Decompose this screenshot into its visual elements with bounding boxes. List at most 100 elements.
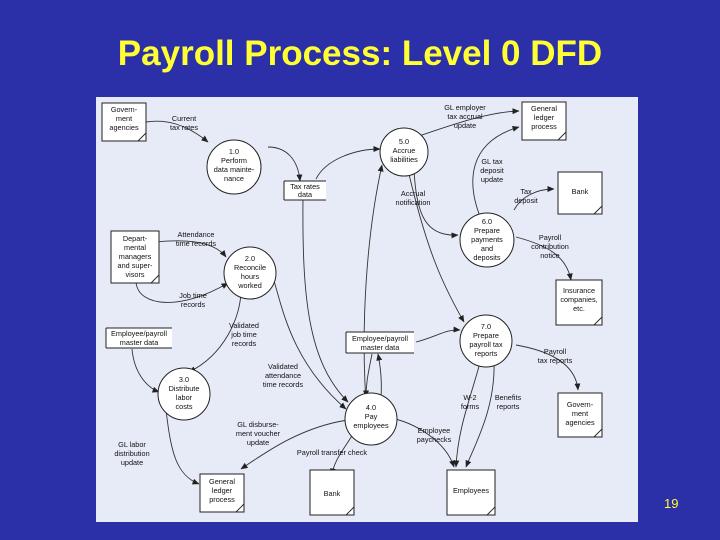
svg-text:nance: nance: [224, 174, 244, 183]
svg-text:ment voucher: ment voucher: [236, 429, 281, 438]
svg-text:notification: notification: [396, 198, 431, 207]
svg-text:attendance: attendance: [265, 371, 301, 380]
svg-text:and: and: [481, 244, 493, 253]
svg-text:General: General: [209, 477, 235, 486]
svg-text:process: process: [531, 122, 557, 131]
svg-text:payroll tax: payroll tax: [469, 340, 503, 349]
label-validated-attendance: Validated attendance time records: [263, 362, 303, 389]
svg-text:etc.: etc.: [573, 304, 585, 313]
flow-emp-master-to-p3: [131, 348, 160, 393]
svg-text:5.0: 5.0: [399, 137, 409, 146]
label-w2-forms: W-2 forms: [461, 393, 480, 411]
svg-text:reports: reports: [475, 349, 498, 358]
svg-text:deposits: deposits: [473, 253, 501, 262]
label-accrual-notification: Accrual notification: [396, 189, 431, 207]
svg-text:Reconcile: Reconcile: [234, 263, 266, 272]
svg-text:Pay: Pay: [365, 412, 378, 421]
flow-current-tax-rates: [145, 120, 209, 143]
svg-text:records: records: [181, 300, 206, 309]
entity-employees: Employees: [446, 469, 496, 516]
flow-master-to-p4: [363, 353, 373, 398]
svg-text:Current: Current: [172, 114, 196, 123]
label-payroll-transfer-check: Payroll transfer check: [297, 448, 368, 457]
svg-text:Insurance: Insurance: [563, 286, 595, 295]
svg-text:Employee/payroll: Employee/payroll: [111, 329, 167, 338]
svg-text:Employee/payroll: Employee/payroll: [352, 334, 408, 343]
flow-p7-benefits: [465, 358, 495, 468]
label-job-time: Job time records: [179, 291, 207, 309]
svg-text:records: records: [232, 339, 257, 348]
flow-p4-gl-disbursement: [240, 419, 349, 470]
svg-text:ment: ment: [116, 114, 132, 123]
entity-bank-2: Bank: [309, 469, 355, 516]
flow-p2-validated-job: [188, 289, 242, 373]
svg-text:distribution: distribution: [114, 449, 149, 458]
flow-managers-attendance: [155, 240, 227, 258]
svg-text:GL employer: GL employer: [444, 103, 486, 112]
flow-p3-gl-labor: [165, 409, 200, 485]
process-3-distribute-labor-costs: 3.0 Distribute labor costs: [157, 367, 211, 421]
svg-text:ledger: ledger: [534, 113, 555, 122]
svg-text:Tax rates: Tax rates: [290, 182, 320, 191]
svg-text:mental: mental: [124, 243, 146, 252]
svg-text:update: update: [454, 121, 476, 130]
svg-text:master data: master data: [361, 343, 400, 352]
svg-text:employees: employees: [353, 421, 389, 430]
svg-text:tax accrual: tax accrual: [447, 112, 483, 121]
svg-text:data mainte-: data mainte-: [214, 165, 255, 174]
flow-managers-job-time: [135, 281, 229, 303]
svg-text:Payroll transfer check: Payroll transfer check: [297, 448, 368, 457]
svg-text:reports: reports: [497, 402, 520, 411]
label-gl-employer-tax: GL employer tax accrual update: [444, 103, 486, 130]
entity-general-ledger-1: General ledger process: [521, 101, 567, 141]
entity-insurance-companies: Insurance companies, etc.: [555, 279, 603, 326]
flow-p7-payroll-tax: [515, 344, 581, 391]
flow-p5-to-p6: [413, 168, 459, 239]
svg-text:update: update: [481, 175, 503, 184]
svg-text:Payroll: Payroll: [544, 347, 567, 356]
svg-text:process: process: [209, 495, 235, 504]
svg-text:time records: time records: [176, 239, 216, 248]
svg-text:costs: costs: [175, 402, 192, 411]
label-employee-paychecks: Employee paychecks: [417, 426, 452, 444]
svg-text:GL disburse-: GL disburse-: [237, 420, 279, 429]
svg-text:agencies: agencies: [109, 123, 139, 132]
svg-text:2.0: 2.0: [245, 254, 255, 263]
svg-text:Accrual: Accrual: [401, 189, 426, 198]
svg-text:Tax: Tax: [520, 187, 532, 196]
label-tax-deposit: Tax deposit: [514, 187, 538, 205]
store-tax-rates: Tax rates data: [283, 180, 326, 201]
svg-text:managers: managers: [119, 252, 152, 261]
svg-text:Bank: Bank: [572, 187, 589, 196]
dfd-canvas: Govern- ment agencies General ledger pro…: [101, 101, 603, 516]
label-current-tax-rates: Current tax rates: [170, 114, 198, 132]
svg-text:GL tax: GL tax: [481, 157, 503, 166]
label-validated-job-time: Validated job time records: [229, 321, 259, 348]
flow-p4-to-master: [376, 353, 383, 398]
svg-text:hours: hours: [241, 272, 260, 281]
svg-text:Validated: Validated: [229, 321, 259, 330]
svg-text:payments: payments: [471, 235, 503, 244]
label-gl-labor: GL labor distribution update: [114, 440, 149, 467]
svg-text:Perform: Perform: [221, 156, 247, 165]
flow-p4-to-p5: [363, 164, 384, 403]
flow-p5-gl-employer: [415, 108, 520, 138]
svg-text:Govern-: Govern-: [567, 400, 594, 409]
flow-p7-w2: [453, 358, 482, 468]
dfd-diagram: Govern- ment agencies General ledger pro…: [96, 97, 638, 522]
store-employee-payroll-2: Employee/payroll master data: [345, 331, 414, 354]
svg-text:7.0: 7.0: [481, 322, 491, 331]
svg-text:labor: labor: [176, 393, 193, 402]
svg-text:deposit: deposit: [514, 196, 538, 205]
label-gl-tax-deposit: GL tax deposit update: [480, 157, 504, 184]
svg-text:ment: ment: [572, 409, 588, 418]
svg-text:tax reports: tax reports: [538, 356, 573, 365]
svg-text:Validated: Validated: [268, 362, 298, 371]
svg-text:Benefits: Benefits: [495, 393, 522, 402]
process-2-reconcile-hours: 2.0 Reconcile hours worked: [223, 246, 277, 300]
svg-text:6.0: 6.0: [482, 217, 492, 226]
svg-text:Prepare: Prepare: [473, 331, 499, 340]
flow-master-to-p7: [415, 326, 461, 343]
entity-bank-1: Bank: [557, 171, 603, 215]
entity-government-agencies-2: Govern- ment agencies: [557, 392, 603, 438]
